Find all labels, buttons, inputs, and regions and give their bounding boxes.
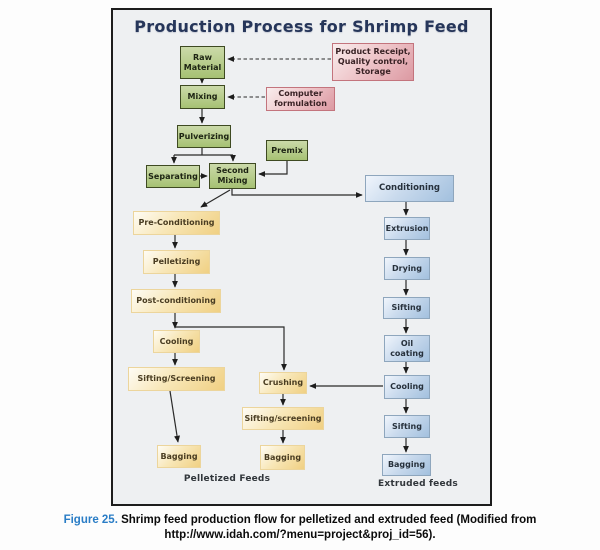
- node-second-mixing: Second Mixing: [209, 163, 256, 189]
- node-sifting-right-1: Sifting: [383, 297, 430, 319]
- node-bagging-mid: Bagging: [260, 445, 305, 470]
- node-bagging-left: Bagging: [157, 445, 201, 468]
- node-separating: Separating: [146, 165, 200, 188]
- node-sifting-screening-left: Sifting/Screening: [128, 367, 225, 391]
- node-sifting-screening-mid: Sifting/screening: [242, 407, 324, 430]
- arrow-second-mixing-to-conditioning: [231, 189, 363, 198]
- node-post-conditioning: Post-conditioning: [131, 289, 221, 313]
- line-pulverizing-split: [174, 148, 233, 156]
- node-extrusion: Extrusion: [384, 217, 430, 240]
- arrow-second-mixing-to-preconditioning: [200, 189, 231, 208]
- node-premix: Premix: [266, 140, 308, 161]
- node-cooling-left: Cooling: [153, 330, 200, 353]
- flowchart-figure: Production Process for Shrimp Feed: [111, 8, 492, 506]
- node-pre-conditioning: Pre-Conditioning: [133, 211, 220, 235]
- figure-caption-label: Figure 25.: [63, 514, 118, 526]
- node-product-receipt: Product Receipt, Quality control, Storag…: [332, 43, 414, 81]
- node-conditioning: Conditioning: [365, 175, 454, 202]
- node-drying: Drying: [384, 257, 430, 280]
- node-computer-formulation: Computer formulation: [266, 87, 335, 111]
- node-bagging-right: Bagging: [382, 454, 431, 476]
- arrow-premix-to-second-mixing: [258, 161, 288, 177]
- figure-caption: Figure 25. Shrimp feed production flow f…: [45, 513, 555, 543]
- node-mixing: Mixing: [180, 85, 225, 109]
- label-pelletized-feeds: Pelletized Feeds: [183, 474, 271, 484]
- diagram-title: Production Process for Shrimp Feed: [134, 17, 469, 36]
- label-extruded-feeds: Extruded feeds: [378, 479, 458, 489]
- figure-caption-text: Shrimp feed production flow for pelletiz…: [117, 514, 537, 541]
- node-oil-coating: Oil coating: [384, 335, 430, 362]
- node-pulverizing: Pulverizing: [177, 125, 231, 148]
- arrow-sifting-left-to-bagging: [169, 390, 181, 443]
- node-pelletizing: Pelletizing: [143, 250, 210, 274]
- node-cooling-right: Cooling: [384, 375, 430, 399]
- node-crushing: Crushing: [259, 372, 307, 394]
- node-sifting-right-2: Sifting: [384, 415, 430, 438]
- node-raw-material: Raw Material: [180, 46, 225, 79]
